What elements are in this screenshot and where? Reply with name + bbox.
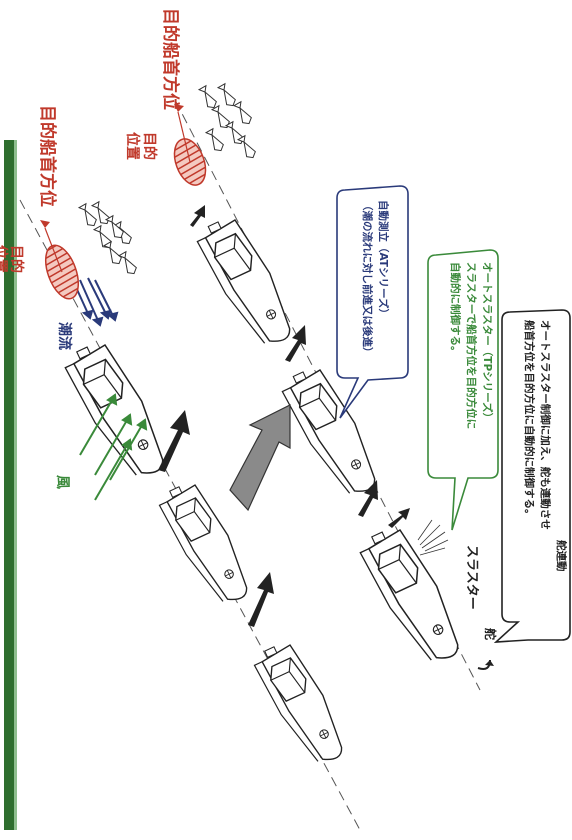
thruster-turn-arrow (388, 508, 410, 528)
move-arrow-right-2 (358, 480, 378, 517)
heading-arrowhead-left (40, 220, 50, 228)
callout-auto-hold-title: 自動測立（ATシリーズ） (377, 200, 390, 319)
label-target-position-top-2: 位置 (124, 132, 141, 160)
label-rudder: 舵 (483, 628, 498, 640)
boat-right-3 (355, 520, 467, 674)
boat-right-2 (277, 360, 384, 506)
frame-stripe-inner (14, 140, 17, 830)
move-arrow-left-1 (158, 410, 190, 472)
move-arrow-left-2 (248, 572, 274, 627)
label-target-position-top-1: 目的 (141, 132, 158, 160)
callout-rudder-link-line1: オートスラスター制御に加え、舵も連動させ (539, 320, 552, 530)
callout-auto-hold-body: （潮の流れに対し前進又は後進） (361, 200, 374, 358)
callout-auto-thruster-line1: スラスターで船首方位を目的方位に (465, 262, 478, 429)
move-arrow-right-top (190, 205, 205, 227)
label-target-heading-top: 目的船首方位 (160, 8, 181, 110)
callout-rudder-link-title: 舵連動 (555, 540, 568, 572)
boat-right-1 (192, 210, 299, 356)
label-thruster: スラスター (464, 545, 479, 610)
heading-line-left (44, 227, 63, 273)
callout-auto-thruster-line2: 自動的に制御する。 (449, 262, 462, 357)
fish-group-top (197, 82, 258, 161)
callout-auto-thruster-title: オートスラスター（TPシリーズ） (481, 262, 494, 423)
label-target-position-left-1: 目的 (8, 245, 25, 273)
rudder-arrowhead (485, 660, 494, 666)
callout-auto-thruster (427, 249, 499, 531)
callout-auto-hold (336, 185, 409, 419)
heading-arrowhead-top (174, 104, 184, 112)
label-wind: 風 (54, 475, 70, 489)
big-transition-arrow (229, 404, 291, 512)
frame-stripe (4, 140, 14, 830)
heading-line-top (177, 111, 191, 163)
move-arrow-right-1 (285, 325, 306, 362)
callout-rudder-link (493, 309, 571, 643)
fish-group-left (77, 200, 139, 277)
callout-rudder-link-line2: 船首方位を目的方位に自動的に制御する。 (523, 320, 536, 520)
boat-left-3 (250, 636, 350, 774)
label-target-heading-left: 目的船首方位 (37, 105, 58, 207)
current-arrows (74, 277, 119, 327)
label-tidal-current: 潮流 (56, 322, 73, 350)
thruster-spray (417, 519, 449, 556)
wind-arrows (79, 393, 148, 501)
label-target-position-left-2: 位置 (0, 245, 9, 273)
